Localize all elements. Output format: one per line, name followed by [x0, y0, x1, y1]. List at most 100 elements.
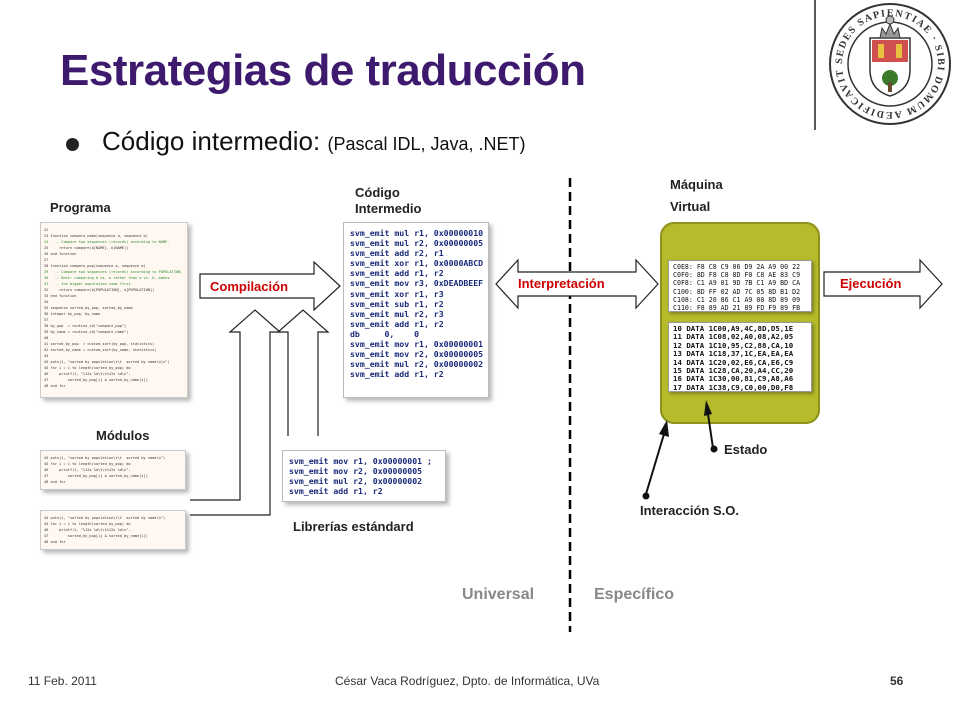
module-code-line: 44 puts(1, "sorted by population\t\t sor… [44, 516, 166, 520]
module-code-line: 46 printf(1, "%12s %d\t\t%12s %d\n", [44, 468, 131, 472]
module-code-line: 47 sorted_by_pop[i] & sorted_by_name[i]) [44, 474, 148, 478]
label-librerias: Librerías estándard [293, 519, 414, 534]
data-line: 13 DATA 1C18,37,1C,EA,EA,EA [673, 349, 794, 359]
library-code-line: svm_emit add r1, r2 [289, 486, 383, 497]
memory-dump-line: C0F0: 8D F8 C8 8D F0 C8 AE 83 C9 [673, 271, 801, 280]
library-upward-arrow [276, 309, 330, 436]
program-code-line: 33 end function [44, 294, 77, 298]
data-line: 16 DATA 1C30,00,81,C9,A8,A6 [673, 374, 794, 384]
estado-pointer-dot [710, 445, 718, 453]
intermediate-code-line: svm_emit mov r1, 0x00000001 ; [350, 339, 489, 350]
data-line: 17 DATA 1C38,C9,C0,00,D0,F8 [673, 382, 794, 392]
program-code-line: 35 sequence sorted_by_pop, sorted_by_nam… [44, 306, 133, 310]
program-code-line: 47 sorted_by_pop[i] & sorted_by_name[i]) [44, 378, 148, 382]
program-code-line: 46 printf(1, "%12s %d\t\t%12s %d\n", [44, 372, 131, 376]
label-modulos: Módulos [96, 428, 150, 443]
footer-date: 11 Feb. 2011 [28, 674, 97, 688]
module-code-panel-2: 44 puts(1, "sorted by population\t\t sor… [40, 510, 186, 550]
program-code-line: 30 -- Note: comparing b vs. a rather tha… [44, 276, 170, 280]
intermediate-code-line: svm_emit mul r2, 0x00000002 [350, 359, 484, 370]
bullet-item: Código intermedio: (Pascal IDL, Java, .N… [102, 126, 526, 157]
university-seal-icon: SEDES SAPIENTIAE · SIBI DOMUM AEDIFICAVI… [820, 0, 951, 125]
intermediate-code-line: svm_emit add r1, r2 [350, 369, 444, 380]
data-line: 10 DATA 1C00,A9,4C,8D,D5,1E [673, 324, 794, 333]
intermediate-code-panel: svm_emit mul r1, 0x00000010 ;svm_emit mu… [343, 222, 489, 398]
module-code-line: 45 for i = 1 to length(sorted_by_pop) do [44, 462, 131, 466]
ejecucion-label: Ejecución [840, 276, 902, 291]
footer-page-number: 56 [890, 674, 904, 688]
module-code-line: 46 printf(1, "%12s %d\t\t%12s %d\n", [44, 528, 131, 532]
label-intermedio: Intermedio [355, 201, 422, 216]
program-code-line: 37 [44, 318, 49, 322]
program-code-panel: 22 23 function compare_name(sequence a, s… [40, 222, 188, 398]
memory-dump-line: C100: 8D FF 02 AD 7C 05 8D B1 D2 [673, 287, 801, 296]
program-code-line: 25 return compare(a[NAME], b[NAME]) [44, 246, 129, 250]
intermediate-code-line: svm_emit add r1, r2 [350, 318, 444, 329]
intermediate-code-line: db 0, 0 [350, 328, 420, 339]
bullet-main-text: Código intermedio: [102, 126, 321, 156]
memory-dump-line: C108: C1 20 86 C1 A9 00 8D 89 09 [673, 295, 801, 304]
memory-dump-line: C0E8: F8 C8 C9 06 D9 2A A9 00 22 [673, 263, 801, 271]
program-code-line: 26 end function [44, 252, 77, 256]
memory-dump-line: C0F8: C1 A9 01 9D 7B C1 A9 BD CA [673, 279, 801, 288]
program-code-line: 38 by_pop = routine_id("compare_pop") [44, 324, 127, 328]
label-codigo: Código [355, 185, 400, 200]
interaccion-pointer-dot [642, 492, 650, 500]
program-code-line: 48 end for [44, 384, 66, 388]
label-estado: Estado [724, 442, 768, 457]
module-code-line: 44 puts(1, "sorted by population\t\t sor… [44, 456, 166, 460]
module-code-line: 48 end for [44, 540, 66, 544]
module-code-line: 47 sorted_by_pop[i] & sorted_by_name[i]) [44, 534, 148, 538]
library-code-line: svm_emit mov r1, 0x00000001 ; [289, 456, 432, 466]
label-universal: Universal [462, 586, 535, 603]
label-programa: Programa [50, 200, 111, 215]
program-code-line: 40 [44, 336, 49, 340]
module-code-line: 48 end for [44, 480, 66, 484]
program-code-line: 41 sorted_by_pop = custom_sort(by_pop, s… [44, 342, 155, 346]
program-code-line: 36 integer by_pop, by_name [44, 312, 101, 316]
intermediate-code-line: svm_emit mul r1, 0x00000010 ; [350, 228, 489, 238]
label-virtual: Virtual [670, 199, 711, 214]
data-line: 11 DATA 1C08,02,A0,08,A2,05 [673, 332, 794, 342]
data-line: 15 DATA 1C28,CA,20,A4,CC,20 [673, 366, 794, 376]
program-code-line: 23 function compare_name(sequence a, seq… [44, 234, 148, 238]
intermediate-code-line: svm_emit sub r1, r2 [350, 298, 444, 309]
bullet-sub-text: (Pascal IDL, Java, .NET) [327, 134, 526, 154]
program-code-line: 34 [44, 300, 49, 304]
library-code-line: svm_emit mov r2, 0x00000005 [289, 466, 423, 477]
intermediate-code-line: svm_emit add r2, r1 [350, 248, 444, 259]
program-code-line: 27 [44, 258, 49, 262]
footer-author: César Vaca Rodríguez, Dpto. de Informáti… [335, 674, 600, 688]
program-code-line: 29 -- Compare two sequences (records) ac… [44, 270, 183, 274]
intermediate-code-line: svm_emit mov r3, 0xDEADBEEF [350, 278, 484, 289]
program-code-line: 44 puts(1, "sorted by population\t\t sor… [44, 360, 170, 364]
library-code-line: svm_emit mul r2, 0x00000002 [289, 476, 423, 487]
intermediate-code-line: svm_emit mul r2, 0x00000005 [350, 238, 484, 249]
data-line: 12 DATA 1C10,95,C2,88,CA,10 [673, 340, 794, 350]
compilacion-label: Compilación [210, 279, 289, 294]
data-line: 14 DATA 1C20,02,E6,CA,E6,C9 [673, 357, 794, 367]
intermediate-code-line: svm_emit add r1, r2 [350, 268, 444, 279]
program-code-line: 22 [44, 228, 49, 232]
program-code-line: 42 sorted_by_name = custom_sort(by_name,… [44, 348, 157, 352]
intermediate-code-line: svm_emit mul r2, r3 [350, 308, 444, 319]
label-maquina: Máquina [670, 177, 723, 192]
program-code-line: 43 [44, 354, 49, 358]
memory-dump-line: C110: F8 89 AD 21 89 FD F9 89 FB [673, 304, 801, 312]
interaccion-pointer-line [645, 433, 665, 495]
program-code-line: 39 by_name = routine_id("compare_name") [44, 330, 129, 334]
program-code-line: 28 function compare_pop(sequence a, sequ… [44, 264, 146, 268]
label-interaccion: Interacción S.O. [640, 503, 739, 518]
modules-upward-arrow [190, 309, 282, 516]
program-code-line: 45 for i = 1 to length(sorted_by_pop) do [44, 366, 131, 370]
module-code-line: 45 for i = 1 to length(sorted_by_pop) do [44, 522, 131, 526]
intermediate-code-line: svm_emit mov r2, 0x00000005 [350, 349, 484, 360]
bullet-dot [66, 138, 79, 151]
intermediate-code-line: svm_emit xor r1, r3 [350, 288, 444, 299]
slide-title: Estrategias de traducción [60, 46, 586, 95]
program-code-line: 31 -- the bigger population come first. [44, 282, 133, 286]
program-code-line: 32 return compare(b[POPULATION], a[POPUL… [44, 288, 155, 292]
interpretacion-label: Interpretación [518, 276, 605, 291]
